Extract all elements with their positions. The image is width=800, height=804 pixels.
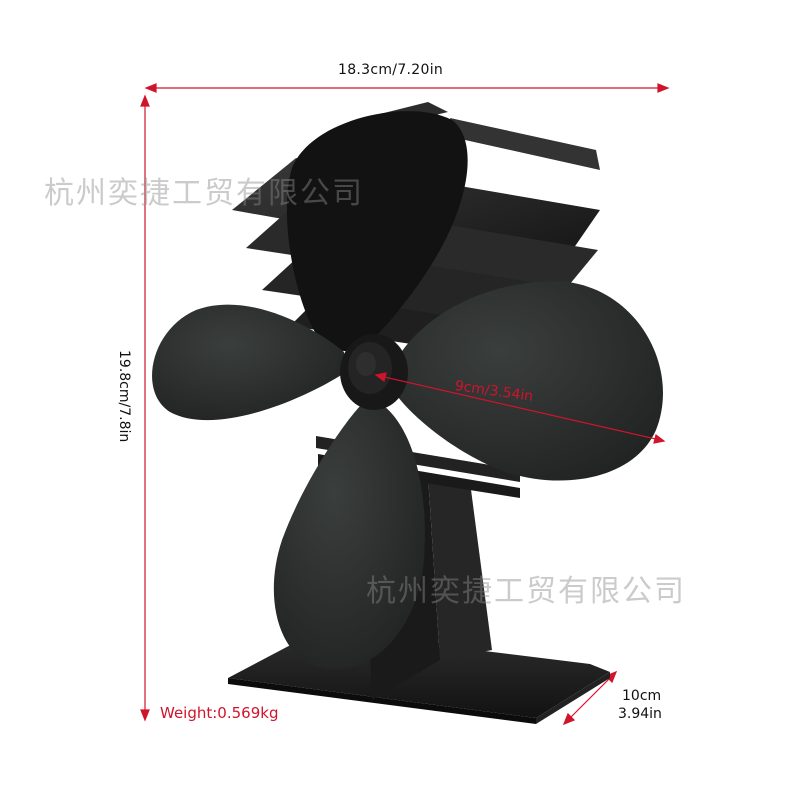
- height-dimension-line: [140, 94, 150, 722]
- watermark-top: 杭州奕捷工贸有限公司: [44, 176, 364, 211]
- fan-blade-bottom: [273, 398, 425, 670]
- blade-diameter-line: [374, 372, 666, 444]
- height-label: 19.8cm/7.8in: [116, 350, 132, 443]
- width-dimension-line: [144, 83, 670, 93]
- watermark-bottom: 杭州奕捷工贸有限公司: [366, 574, 686, 609]
- fan-blade-right: [392, 281, 663, 481]
- fan-blade-left: [152, 304, 346, 421]
- depth-label-cm: 10cm: [622, 688, 662, 704]
- width-label: 18.3cm/7.20in: [338, 62, 444, 78]
- fan-hub: [340, 334, 408, 410]
- depth-label-in: 3.94in: [618, 706, 662, 722]
- weight-label: Weight:0.569kg: [160, 704, 279, 722]
- fan-blade-top: [286, 111, 468, 352]
- depth-dimension-line: [562, 670, 618, 726]
